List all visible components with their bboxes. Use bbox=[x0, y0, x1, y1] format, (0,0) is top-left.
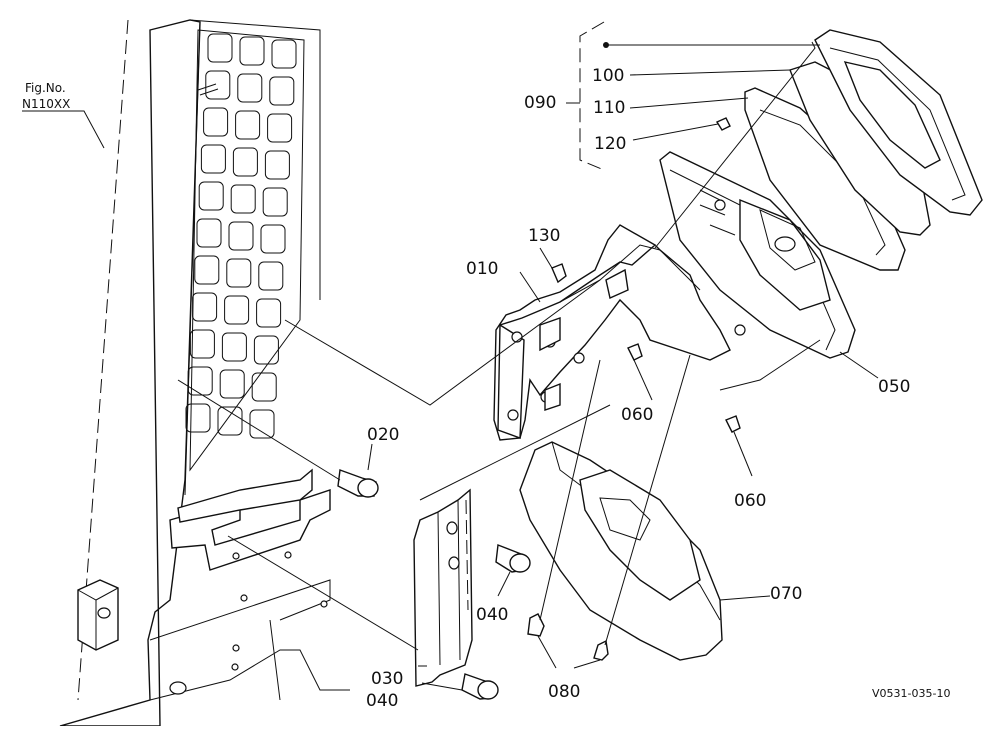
upper-bracket bbox=[177, 468, 313, 523]
perforation-slot bbox=[239, 36, 265, 66]
fig-leader bbox=[22, 110, 105, 149]
floor-plate bbox=[149, 649, 350, 701]
gasket-110 bbox=[744, 87, 906, 271]
callout-130: 130 bbox=[528, 226, 560, 246]
callout-070: 070 bbox=[770, 584, 802, 604]
bolts bbox=[337, 263, 741, 700]
floor-seam bbox=[269, 619, 281, 701]
machine-frame bbox=[59, 19, 350, 727]
perforation-slot bbox=[267, 113, 293, 143]
floor-edge bbox=[149, 579, 331, 641]
perforation-slot bbox=[228, 221, 254, 251]
cover-window bbox=[843, 61, 941, 169]
callout-060-lower: 060 bbox=[734, 491, 766, 511]
perforation-slot bbox=[221, 332, 247, 362]
lead-010-to-cover bbox=[654, 41, 816, 249]
callout-040-lower: 040 bbox=[366, 691, 398, 711]
callout-100: 100 bbox=[592, 66, 624, 86]
perforation-slot bbox=[256, 298, 282, 328]
fig-number: N110XX bbox=[22, 97, 70, 111]
screw-080-a bbox=[527, 613, 545, 637]
lead-030-to-010 bbox=[419, 404, 611, 501]
lamp-070 bbox=[519, 441, 723, 661]
screw-060-b bbox=[725, 415, 741, 433]
fig-label: Fig.No. bbox=[25, 81, 66, 95]
perforation-slot bbox=[258, 261, 284, 291]
perforation-slot bbox=[264, 150, 290, 180]
bracket-030 bbox=[413, 488, 473, 687]
perforation-slot bbox=[251, 372, 277, 402]
leader-lines bbox=[22, 21, 879, 691]
perforation-slot bbox=[249, 409, 275, 439]
lead-housing-to-060 bbox=[719, 339, 821, 391]
group-090-bracket bbox=[579, 21, 605, 171]
perforation-slot bbox=[200, 144, 226, 174]
callout-010: 010 bbox=[466, 259, 498, 279]
callout-060-upper: 060 bbox=[621, 405, 653, 425]
callout-020: 020 bbox=[367, 425, 399, 445]
perforation-slot bbox=[232, 147, 258, 177]
perforation-slot bbox=[219, 369, 245, 399]
housing-050 bbox=[659, 151, 856, 359]
perforation-slot bbox=[187, 366, 213, 396]
screw-120 bbox=[715, 117, 731, 131]
perforation-slot bbox=[217, 406, 243, 436]
perforated-panel bbox=[185, 29, 305, 472]
perforation-slot bbox=[192, 292, 218, 322]
perforation-slot bbox=[271, 39, 297, 69]
callout-040-upper: 040 bbox=[476, 605, 508, 625]
stud-pin bbox=[197, 83, 219, 96]
perforation-slot bbox=[260, 224, 286, 254]
perforation-slot bbox=[224, 295, 250, 325]
housing-050-inner bbox=[739, 198, 831, 311]
perforation-slot bbox=[235, 110, 261, 140]
perforation-slot bbox=[237, 73, 263, 103]
perforation-slot bbox=[196, 218, 222, 248]
perforation-slot bbox=[185, 403, 211, 433]
perforation-slot bbox=[207, 33, 233, 63]
lead-frame-to-010 bbox=[284, 279, 601, 406]
callout-090: 090 bbox=[524, 93, 556, 113]
drawing-code: V0531-035-10 bbox=[872, 687, 950, 700]
perforation-slot bbox=[198, 181, 224, 211]
perforation-slot bbox=[205, 70, 231, 100]
cover-plates-090 bbox=[603, 29, 983, 271]
lead-030-axis bbox=[227, 535, 419, 651]
panel-perforations bbox=[185, 33, 297, 439]
perforation-slot bbox=[253, 335, 279, 365]
lead-010-to-080b bbox=[604, 354, 691, 646]
callout-050: 050 bbox=[878, 377, 910, 397]
lead-020-axis bbox=[177, 379, 341, 481]
leader-010 bbox=[519, 271, 541, 303]
perforation-slot bbox=[262, 187, 288, 217]
perforation-slot bbox=[226, 258, 252, 288]
leader-020 bbox=[367, 443, 373, 471]
perforation-slot bbox=[189, 329, 215, 359]
lead-010-to-080 bbox=[539, 359, 601, 621]
screw-080-b bbox=[593, 639, 609, 661]
panel-inner-edge bbox=[184, 21, 201, 496]
screw-130 bbox=[551, 263, 567, 284]
perforation-slot bbox=[230, 184, 256, 214]
callout-080: 080 bbox=[548, 682, 580, 702]
perforation-slot bbox=[203, 107, 229, 137]
perforation-slot bbox=[194, 255, 220, 285]
screw-060-a bbox=[627, 343, 643, 361]
callout-030: 030 bbox=[371, 669, 403, 689]
panel-top-edge bbox=[189, 19, 321, 300]
callout-110: 110 bbox=[593, 98, 625, 118]
bracket-030-body bbox=[413, 488, 473, 687]
callout-120: 120 bbox=[594, 134, 626, 154]
lamp-070-lens bbox=[579, 469, 701, 601]
perforation-slot bbox=[269, 76, 295, 106]
labels: Fig.No. N110XX V0531-035-10 010 020 030 … bbox=[22, 66, 950, 711]
